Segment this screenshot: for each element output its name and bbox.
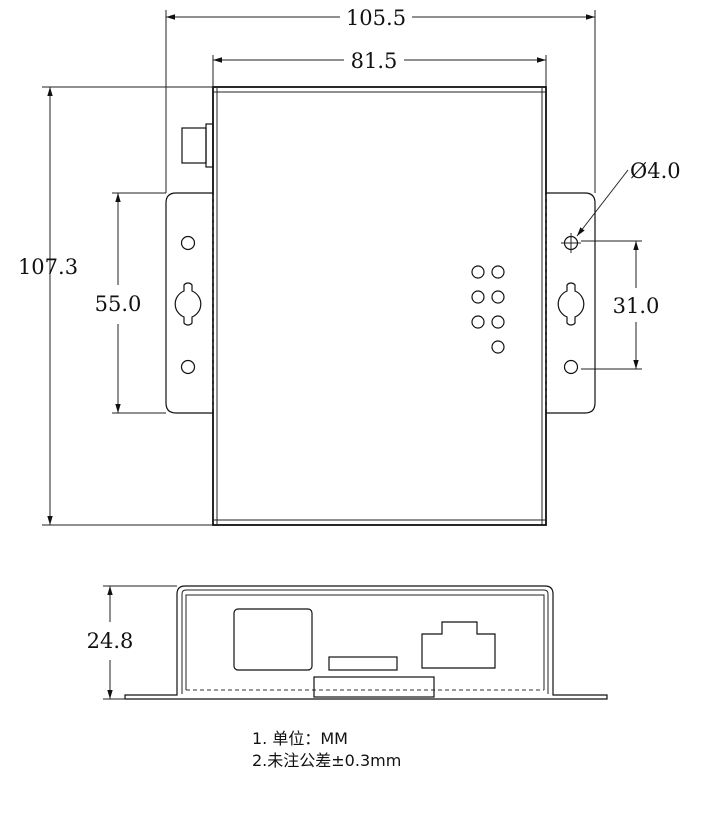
dimension-hole-diameter: Ø4.0 — [576, 159, 681, 237]
sma-port-outline — [233, 608, 313, 671]
right-mounting-hole-bottom — [563, 359, 579, 375]
led-indicator — [471, 315, 485, 329]
base-connector — [313, 676, 435, 698]
dimension-overall-height: 107.3 — [18, 86, 213, 526]
hole-diameter-label: Ø4.0 — [630, 159, 681, 183]
antenna-connector — [181, 123, 214, 168]
dimension-flange-height: 55.0 — [95, 192, 166, 414]
side-height-label: 24.8 — [87, 629, 134, 653]
right-mounting-flange — [545, 192, 596, 414]
hole-spacing-label: 31.0 — [613, 294, 660, 318]
flange-height-label: 55.0 — [95, 292, 142, 316]
left-mounting-flange — [165, 192, 214, 414]
dimension-body-width: 81.5 — [212, 49, 547, 87]
enclosure-body — [212, 86, 547, 526]
dimension-side-height: 24.8 — [87, 585, 177, 700]
note-unit: 1. 单位：MM — [252, 729, 348, 748]
ethernet-port — [421, 621, 496, 669]
overall-height-label: 107.3 — [18, 255, 78, 279]
overall-width-label: 105.5 — [346, 6, 406, 30]
left-keyhole-slot — [174, 282, 202, 326]
led-indicator — [491, 265, 505, 279]
led-indicator — [471, 290, 485, 304]
left-mounting-hole-top — [180, 235, 196, 251]
led-indicator — [491, 290, 505, 304]
led-indicator — [491, 340, 505, 354]
left-mounting-hole-bottom — [180, 359, 196, 375]
led-indicator — [471, 265, 485, 279]
side-view: 24.8 — [87, 585, 608, 700]
led-indicator — [491, 315, 505, 329]
top-view: 105.5 81.5 107.3 55.0 Ø4.0 — [18, 6, 681, 526]
dimension-overall-width: 105.5 — [165, 6, 596, 193]
dimension-hole-spacing: 31.0 — [581, 240, 660, 370]
led-indicator-group — [471, 265, 505, 354]
note-tolerance: 2.未注公差±0.3mm — [252, 751, 402, 770]
sim-card-slot — [328, 656, 398, 671]
notes: 1. 单位：MM 2.未注公差±0.3mm — [252, 728, 401, 772]
right-keyhole-slot — [557, 282, 585, 326]
body-width-label: 81.5 — [351, 49, 398, 73]
